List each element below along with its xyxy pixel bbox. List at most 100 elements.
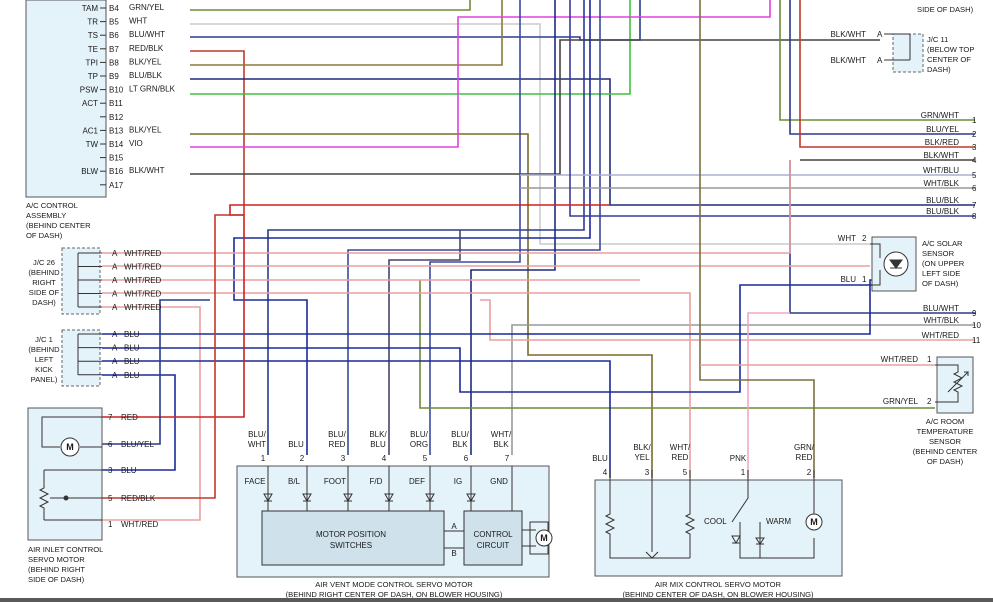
ac-pin-term: TW (86, 140, 99, 149)
jc1-pin: A (112, 344, 118, 353)
control-circuit (463, 510, 523, 566)
wire-jc1-1 (102, 279, 880, 335)
vent-wire-color: WHT (248, 440, 266, 449)
vent-wire-color: BLK (493, 440, 509, 449)
mix-wire-color: GRN/ (794, 443, 815, 452)
inlet-motor-loop (41, 416, 102, 448)
vent-pin: 5 (423, 454, 428, 463)
inlet-motor-label: M (66, 442, 74, 452)
inlet-cap-line: (BEHIND RIGHT (28, 565, 85, 574)
warm-label: WARM (766, 517, 791, 526)
jc1-wire: BLU (124, 371, 140, 380)
mix-resistor-left (604, 490, 690, 559)
inlet-wire: RED/BLK (121, 494, 156, 503)
wire-vent-3 (347, 0, 601, 455)
jc11-cap-line: DASH) (927, 65, 951, 74)
ac-pin-id: B13 (109, 126, 124, 135)
jc26-cap-line: SIDE OF (29, 288, 60, 297)
jc1-pin: A (112, 330, 118, 339)
vent-term: GND (490, 477, 508, 486)
vent-wire-color: BLK (452, 440, 468, 449)
solar-diode (889, 259, 903, 269)
wire-b16-blk-wht (190, 39, 880, 175)
room-cap-line: A/C ROOM (926, 417, 964, 426)
ac-pin-wire: GRN/YEL (129, 3, 165, 12)
mix-wire-color: RED (796, 453, 813, 462)
ac-pin-wire: BLK/YEL (129, 57, 162, 66)
vent-term: IG (454, 477, 462, 486)
bus-num: 10 (972, 321, 981, 330)
wire-mix-grn-red (699, 0, 815, 478)
ac-pin-id: B15 (109, 154, 124, 163)
mix-pin: 2 (807, 468, 812, 477)
vent-caption-line1: AIR VENT MODE CONTROL SERVO MOTOR (315, 580, 473, 589)
room-internals (935, 364, 970, 403)
room-cap-line: (BEHIND CENTER (913, 447, 978, 456)
mix-caption-line1: AIR MIX CONTROL SERVO MOTOR (655, 580, 782, 589)
wire-group (102, 0, 975, 521)
vent-pin: 1 (261, 454, 266, 463)
wire-b6-blu-wht (190, 0, 641, 41)
room-wire: WHT/RED (881, 355, 919, 364)
ac-pin-term: BLW (81, 167, 98, 176)
vent-wire-color: BLU (288, 440, 304, 449)
jc11-pin: A (877, 56, 883, 65)
jc1-cap-line: KICK (35, 365, 53, 374)
inlet-resistor-icon (38, 469, 102, 521)
bus-wire: BLK/WHT (923, 151, 959, 160)
wire-jc26-1 (102, 160, 791, 254)
vent-wire-labels: BLU/WHT1FACEBLU2B/LBLU/RED3FOOTBLK/BLU4F… (245, 430, 512, 486)
solar-internals (870, 243, 909, 286)
bus-wire: BLU/YEL (926, 125, 959, 134)
ac-pin-wire: BLU/BLK (129, 71, 163, 80)
solar-wire: WHT (838, 234, 856, 243)
solar-pin: 1 (862, 275, 867, 284)
ac-pin-wire: BLK/YEL (129, 125, 162, 134)
vent-diode-icon (384, 493, 394, 503)
jc1-cap-line: LEFT (35, 355, 54, 364)
cool-label: COOL (704, 517, 727, 526)
ac-control-assembly (25, 0, 107, 198)
room-cap-line: OF DASH) (927, 457, 964, 466)
terminal-b-label: B (451, 549, 456, 558)
inlet-wire: BLU/YEL (121, 440, 154, 449)
jc11-cap-line: J/C 11 (927, 35, 948, 44)
solar-cap-line: OF DASH) (922, 279, 959, 288)
wire-jc1-4 (102, 374, 176, 471)
mix-wire-color: YEL (634, 453, 650, 462)
ac-pin-wire: LT GRN/BLK (129, 85, 176, 94)
vent-motor-label: M (540, 533, 548, 543)
wire-jc26-5 (102, 306, 201, 521)
jc1-cap-line: (BEHIND (28, 345, 60, 354)
vent-internals (444, 521, 553, 555)
ac-cap-line: A/C CONTROL (26, 201, 78, 210)
bus-num: 6 (972, 184, 977, 193)
bus-wire: BLK/RED (925, 138, 959, 147)
vent-diode-icon (466, 493, 476, 503)
wire-inlet-blu-yel (102, 299, 210, 445)
mix-wire-color: PNK (730, 454, 747, 463)
wire-b13-blk-yel (190, 133, 653, 478)
mix-motor-label: M (810, 517, 818, 527)
solar-leads (870, 243, 881, 286)
jc11-wire: BLK/WHT (830, 30, 866, 39)
wire-bus-grn-wht (779, 0, 975, 121)
jc11-wire: BLK/WHT (830, 56, 866, 65)
air-inlet-internals (38, 416, 102, 521)
mix-wire-color: RED (672, 453, 689, 462)
bottom-bar (0, 598, 993, 602)
room-cap-line: SENSOR (929, 437, 962, 446)
wire-b10-lt-grn (190, 0, 631, 95)
wire-bus-blu-yel (789, 0, 975, 135)
ac-pin-id: B16 (109, 167, 124, 176)
wire-jc26-4 (102, 292, 691, 478)
ac-pin-term: AC1 (82, 126, 98, 135)
jc26-pin: A (112, 276, 118, 285)
bus-wire: BLU/BLK (926, 207, 960, 216)
room-pin: 2 (927, 397, 932, 406)
vent-diode-icon (425, 493, 435, 503)
